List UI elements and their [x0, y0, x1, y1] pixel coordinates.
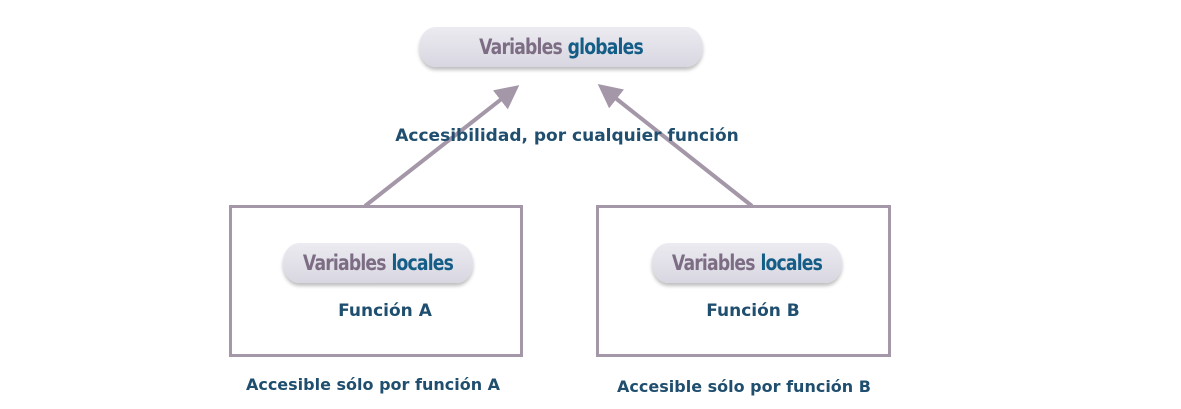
arrow-function-b-to-global — [597, 84, 754, 208]
access-any-function-label: Accesibilidad, por cualquier función — [395, 126, 739, 146]
global-variables-word1: Variables — [479, 35, 563, 59]
local-variables-b-word2: locales — [760, 251, 823, 275]
global-variables-word2: globales — [567, 35, 644, 59]
arrow-function-a-to-global — [363, 85, 520, 208]
function-b-access-label: Accesible sólo por función B — [617, 377, 871, 396]
local-variables-a-word2: locales — [391, 251, 454, 275]
function-a-name: Función A — [338, 301, 432, 321]
function-b-name: Función B — [706, 301, 800, 321]
function-a-access-label: Accesible sólo por función A — [245, 375, 501, 394]
local-variables-a-word1: Variables — [302, 251, 387, 275]
local-variables-b-word1: Variables — [671, 251, 756, 275]
